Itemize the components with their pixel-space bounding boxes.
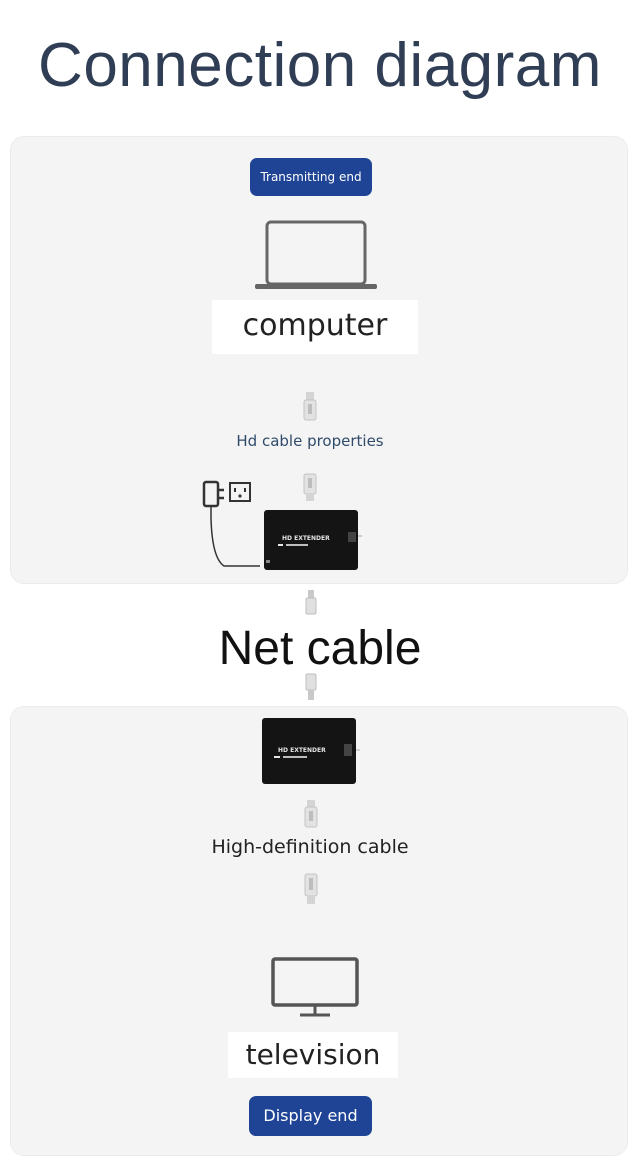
high-definition-cable-label: High-definition cable (211, 836, 409, 858)
power-outlet-icon (229, 482, 251, 502)
transmitting-end-badge: Transmitting end (250, 158, 372, 196)
computer-label: computer (212, 300, 418, 354)
laptop-icon (255, 220, 377, 289)
extender-printed-text: HD EXTENDER (278, 747, 326, 754)
net-cable-label: Net cable (130, 618, 510, 680)
hdmi-connector-icon (304, 800, 318, 828)
hdmi-connector-icon (304, 873, 318, 904)
power-adapter-icon (202, 480, 260, 567)
rj45-connector-icon (305, 590, 317, 615)
hdmi-connector-icon (303, 392, 317, 421)
television-label: television (228, 1032, 398, 1078)
rj45-connector-icon (305, 673, 317, 700)
hd-extender-transmitter-icon: HD EXTENDER (264, 510, 362, 570)
hdmi-connector-icon (303, 473, 317, 501)
extender-printed-text: HD EXTENDER (282, 535, 330, 542)
hd-extender-receiver-icon: HD EXTENDER (262, 718, 360, 784)
transmitting-panel (10, 136, 628, 584)
television-icon (271, 957, 359, 1017)
diagram-title: Connection diagram (38, 31, 602, 100)
display-end-badge: Display end (249, 1096, 372, 1136)
hd-cable-label: Hd cable properties (236, 432, 384, 450)
